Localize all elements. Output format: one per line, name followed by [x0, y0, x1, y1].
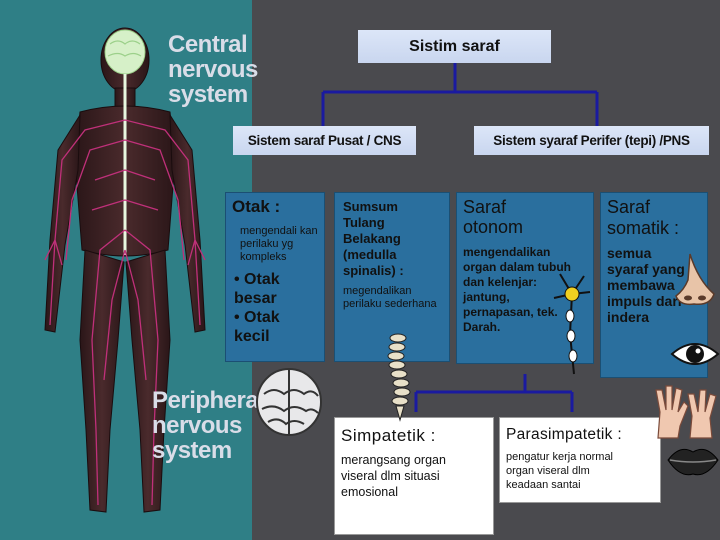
- otak-title: Otak :: [232, 197, 281, 216]
- otak-box: Otak : mengendali kan perilaku yg komple…: [225, 192, 325, 362]
- simpatetik-box: Simpatetik : merangsang organ viseral dl…: [334, 417, 494, 535]
- pns-figure-label: Peripheral nervous system: [152, 387, 265, 464]
- hands-illustration-icon: [655, 385, 717, 439]
- brain-illustration-icon: [256, 368, 322, 436]
- otonom-desc: mengendalikan organ dalam tubuh dan kele…: [463, 245, 571, 334]
- nervous-system-figure-icon: [44, 27, 206, 513]
- spine-illustration-icon: [387, 333, 411, 422]
- lips-illustration-icon: [667, 448, 719, 476]
- parasimpatetik-box: Parasimpatetik : pengatur kerja normal o…: [499, 417, 661, 503]
- otonom-title: Saraf otonom: [463, 197, 524, 237]
- nose-illustration-icon: [675, 253, 715, 306]
- pns-box: Sistem syaraf Perifer (tepi) /PNS: [474, 126, 709, 155]
- nerves-icon: [44, 119, 206, 506]
- neuron-illustration-icon: [553, 273, 591, 375]
- root-box: Sistim saraf: [358, 30, 551, 63]
- somatik-title: Saraf somatik :: [607, 197, 680, 238]
- simpatetik-desc: merangsang organ viseral dlm situasi emo…: [341, 453, 446, 499]
- parasimpatetik-title: Parasimpatetik :: [506, 426, 622, 443]
- sumsum-title: Sumsum Tulang Belakang (medulla spinalis…: [343, 199, 404, 278]
- simpatetik-title: Simpatetik :: [341, 426, 436, 445]
- otak-item-otak-kecil: • Otak kecil: [234, 309, 280, 345]
- cns-figure-label: Central nervous system: [168, 31, 258, 108]
- parasimpatetik-desc: pengatur kerja normal organ viseral dlm …: [506, 451, 614, 491]
- cns-box: Sistem saraf Pusat / CNS: [233, 126, 416, 155]
- sumsum-desc: megendalikan perilaku sederhana: [343, 285, 437, 310]
- sumsum-box: Sumsum Tulang Belakang (medulla spinalis…: [334, 192, 450, 362]
- somatik-desc: semua syaraf yang membawa impuls dari in…: [607, 245, 685, 325]
- otak-item-otak-besar: • Otak besar: [234, 271, 280, 307]
- eye-illustration-icon: [670, 343, 720, 365]
- otak-desc: mengendali kan perilaku yg kompleks: [240, 225, 318, 263]
